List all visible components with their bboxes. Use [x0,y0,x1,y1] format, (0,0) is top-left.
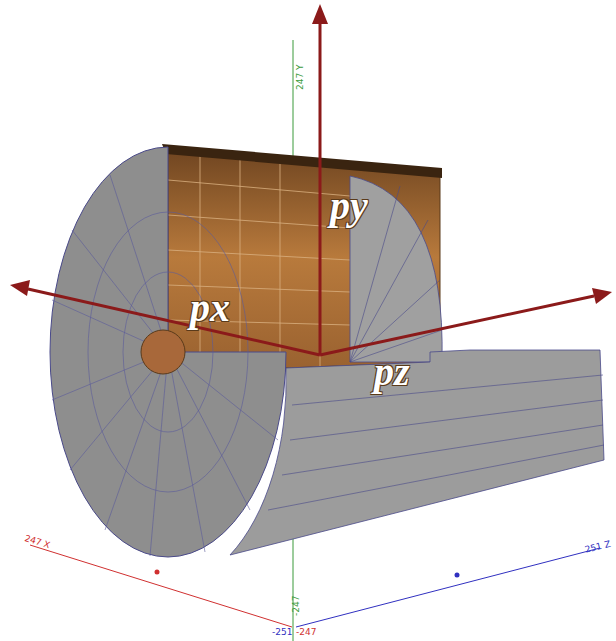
axis-label: 247 X [23,534,51,550]
axis-dot [155,570,160,575]
momentum-label: pz [374,352,410,392]
barrel-grid [268,375,604,510]
axis-label: -251 [272,628,292,637]
end-cap [50,147,286,557]
axis-dot [455,573,460,578]
x-axis-line [30,545,292,627]
end-cap-grid [52,175,278,556]
axis-label: 251 Z [584,540,612,555]
momentum-label: py [330,186,368,226]
barrel-top-edge [162,144,442,178]
z-axis-line [296,548,600,627]
barrel-shell [230,350,604,555]
interior-grid [168,150,350,366]
momentum-label: px [190,288,230,328]
axis-label: 247 Y [296,64,305,90]
momentum-arrows [10,4,612,355]
beam-pipe [141,330,185,374]
axis-label: -247 [292,596,301,616]
axis-label: -247 [296,628,316,637]
